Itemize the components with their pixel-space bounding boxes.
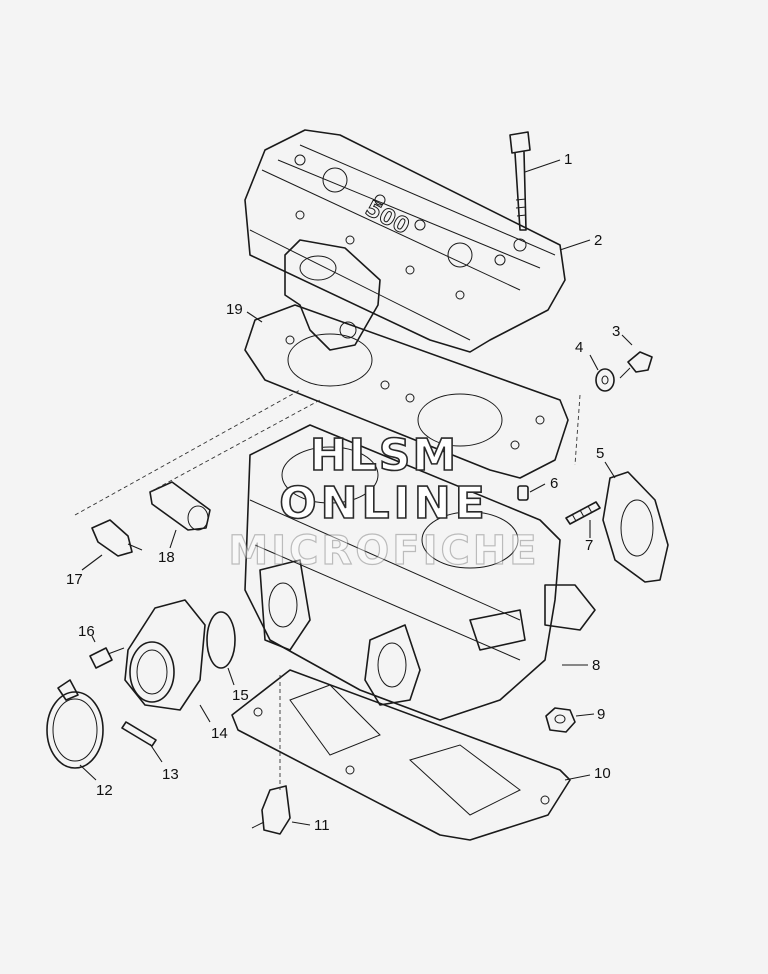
callout-12: 12 <box>96 782 113 799</box>
casting-text: 500 <box>361 196 413 240</box>
callout-labels: 1 2 3 4 5 6 7 8 9 10 11 12 13 14 15 16 1… <box>66 151 620 834</box>
hose-clamp <box>46 679 104 769</box>
watermark-line-1: HLSM <box>309 429 459 482</box>
callout-17: 17 <box>66 571 83 588</box>
callout-19: 19 <box>226 301 243 318</box>
temperature-sensor <box>91 519 143 557</box>
flange-bolt <box>89 647 125 669</box>
callout-10: 10 <box>594 765 611 782</box>
head-gasket <box>244 304 569 479</box>
exhaust-gasket <box>602 471 669 583</box>
callout-1: 1 <box>564 151 572 168</box>
watermark-line-2: ONLINE <box>278 477 489 530</box>
nut <box>545 707 576 733</box>
callout-3: 3 <box>612 323 620 340</box>
leader-lines <box>79 159 633 826</box>
callout-15: 15 <box>232 687 249 704</box>
intake-manifold <box>124 599 206 711</box>
callout-13: 13 <box>162 766 179 783</box>
clamp-screw <box>121 721 157 747</box>
base-gasket <box>231 669 571 841</box>
callout-6: 6 <box>550 475 558 492</box>
callout-5: 5 <box>596 445 604 462</box>
cylinder-block <box>244 424 596 721</box>
watermark-line-3: MICROFICHE <box>228 527 540 574</box>
stud <box>565 501 601 525</box>
water-fitting <box>251 785 291 835</box>
dowel-pin <box>517 485 529 501</box>
cylinder-head: 500 <box>244 129 566 353</box>
o-ring <box>206 611 236 669</box>
callout-11: 11 <box>314 817 330 834</box>
water-outlet <box>284 239 381 351</box>
callout-2: 2 <box>594 232 602 249</box>
callout-16: 16 <box>78 623 95 640</box>
callout-8: 8 <box>592 657 600 674</box>
sleeve <box>149 481 211 531</box>
callout-4: 4 <box>575 339 583 356</box>
callout-7: 7 <box>585 537 593 554</box>
callout-9: 9 <box>597 706 605 723</box>
bleed-screw <box>619 351 653 379</box>
washer <box>595 368 615 392</box>
callout-14: 14 <box>211 725 228 742</box>
head-bolt <box>509 131 531 231</box>
alignment-lines <box>74 389 581 790</box>
callout-18: 18 <box>158 549 175 566</box>
